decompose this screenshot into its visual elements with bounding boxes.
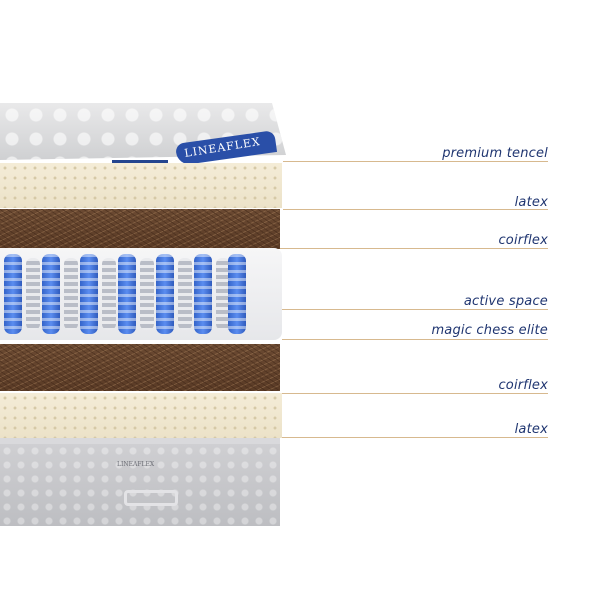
label-magic-chess-elite: magic chess elite — [431, 323, 548, 338]
leader-line — [282, 393, 548, 394]
spring-icon — [118, 254, 136, 334]
spring-icon — [80, 254, 98, 334]
label-premium-tencel: premium tencel — [442, 146, 548, 161]
base-brand-text: LINEAFLEX — [117, 461, 155, 468]
spring-icon — [194, 254, 212, 334]
label-active-space: active space — [463, 294, 548, 309]
spring-icon — [4, 254, 22, 334]
label-latex-bottom: latex — [514, 422, 548, 437]
latex-bottom-layer — [0, 393, 282, 438]
leader-line — [283, 209, 548, 210]
coirflex-bottom-layer — [0, 344, 280, 391]
label-latex-top: latex — [514, 195, 548, 210]
spring-divider — [140, 258, 154, 330]
spring-icon — [156, 254, 174, 334]
spring-icon — [42, 254, 60, 334]
spring-divider — [216, 258, 230, 330]
coirflex-top-layer — [0, 209, 280, 249]
spring-divider — [64, 258, 78, 330]
spring-icon — [228, 254, 246, 334]
leader-line — [280, 248, 548, 249]
label-coirflex-top: coirflex — [498, 233, 548, 248]
handle-icon — [124, 490, 178, 506]
active-space-spring-layer — [0, 248, 282, 340]
leader-line — [283, 161, 548, 162]
label-coirflex-bottom: coirflex — [498, 378, 548, 393]
spring-divider — [102, 258, 116, 330]
leader-line — [282, 309, 548, 310]
mattress-base — [0, 438, 280, 526]
latex-top-layer — [0, 163, 282, 208]
spring-divider — [178, 258, 192, 330]
leader-line — [282, 437, 548, 438]
leader-line — [282, 339, 548, 340]
spring-divider — [26, 258, 40, 330]
